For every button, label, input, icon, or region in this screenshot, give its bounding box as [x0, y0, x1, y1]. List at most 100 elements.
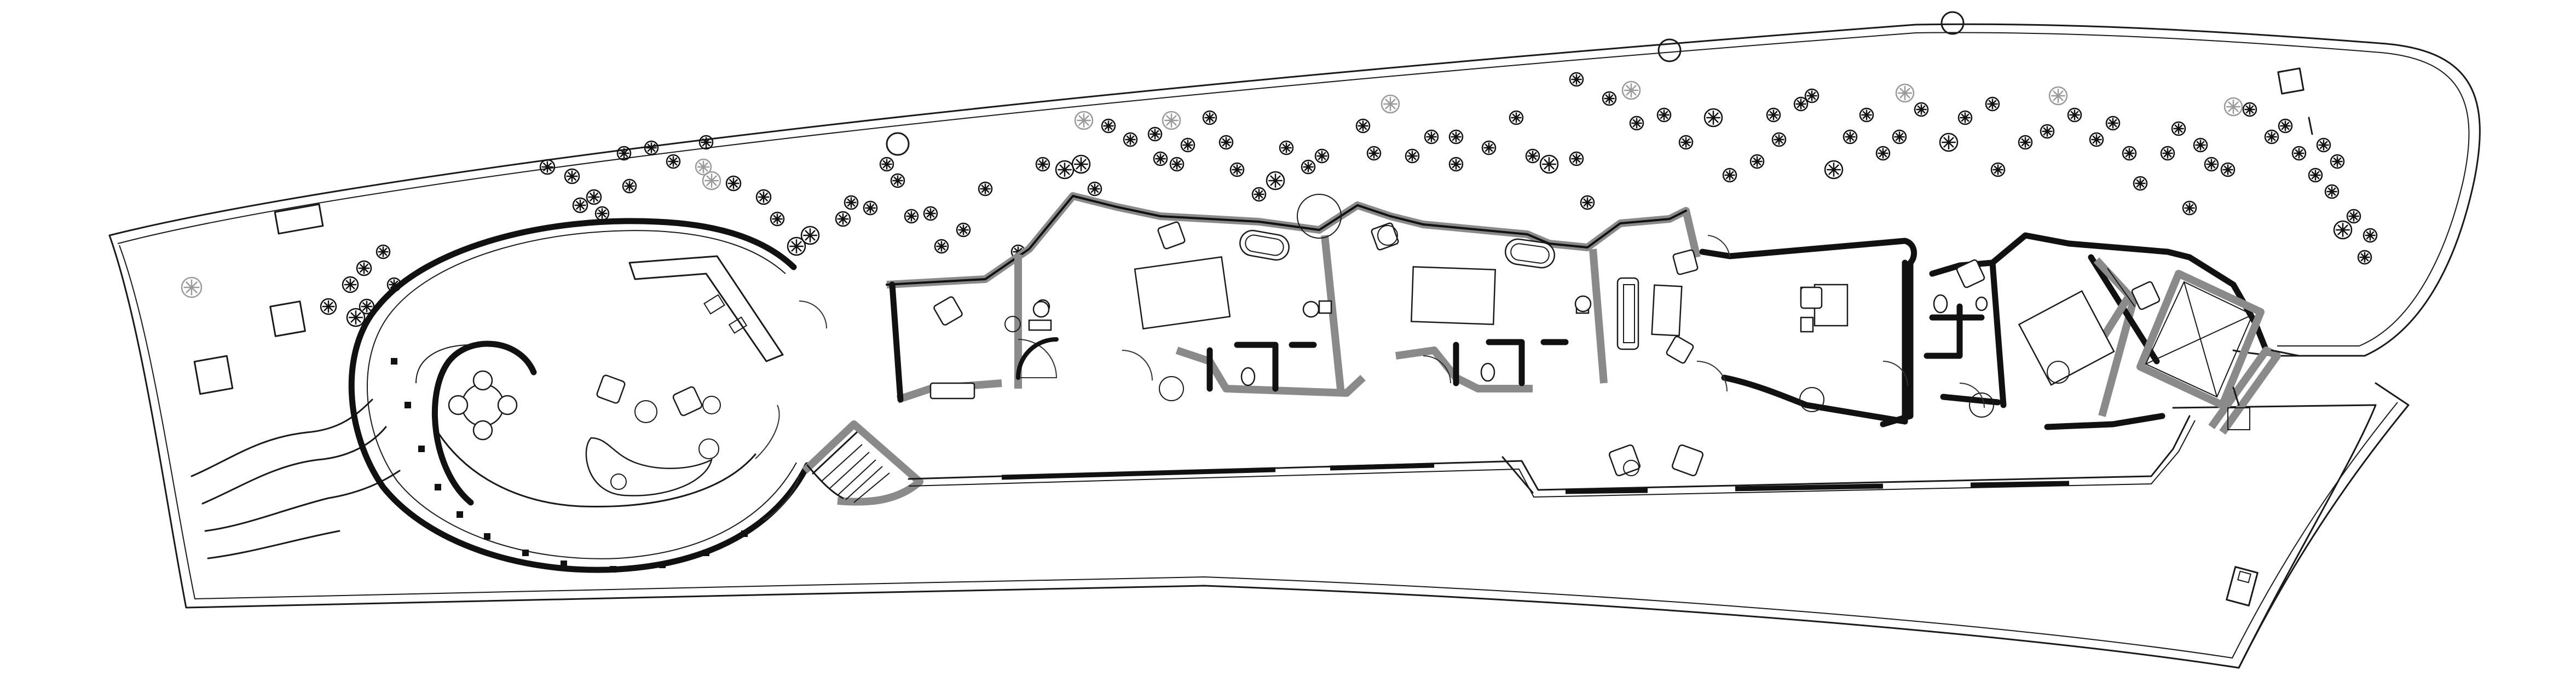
- column: [741, 530, 748, 537]
- tree: [666, 154, 681, 169]
- tree: [2182, 200, 2197, 216]
- tree: [1621, 80, 1641, 100]
- tree: [2223, 97, 2243, 117]
- tree: [586, 189, 602, 205]
- tree: [1892, 129, 1907, 145]
- tree: [1766, 107, 1781, 123]
- tree: [1804, 88, 1820, 103]
- tree: [2193, 137, 2208, 153]
- tree: [1355, 118, 1371, 134]
- tree: [1101, 118, 1116, 134]
- tree: [2067, 107, 2082, 123]
- tree: [904, 209, 919, 224]
- tree: [1914, 102, 1929, 117]
- tree: [181, 276, 203, 298]
- tree: [1251, 187, 1267, 202]
- stair-foyer: [802, 420, 923, 506]
- tree: [2291, 146, 2307, 161]
- tree: [1218, 135, 1234, 150]
- tree: [1481, 140, 1497, 155]
- tree: [1424, 129, 1439, 145]
- tree: [2330, 154, 2345, 169]
- tree: [2089, 132, 2104, 147]
- tree: [564, 168, 580, 184]
- site-boundary: [108, 23, 2481, 669]
- tree: [2040, 124, 2055, 139]
- tree: [725, 175, 742, 192]
- tree: [863, 200, 878, 216]
- tree: [787, 236, 806, 256]
- tree: [1314, 148, 1330, 164]
- tree: [1509, 110, 1524, 125]
- tree: [342, 276, 359, 293]
- tree: [1405, 148, 1420, 164]
- garden-path: [190, 398, 401, 559]
- tree: [1035, 157, 1050, 172]
- tree: [376, 244, 391, 259]
- tree: [835, 211, 851, 227]
- tree: [356, 260, 372, 276]
- tree: [2357, 250, 2372, 265]
- tree: [879, 157, 894, 172]
- tree: [2133, 176, 2148, 191]
- tree: [622, 178, 637, 194]
- tree: [844, 195, 859, 210]
- tree: [2220, 162, 2236, 177]
- tree: [2333, 220, 2353, 240]
- tree: [1279, 140, 1294, 155]
- tree: [1957, 110, 1973, 125]
- tree: [1366, 146, 1382, 161]
- tree: [978, 181, 993, 197]
- column: [484, 533, 490, 540]
- tree: [1074, 111, 1094, 130]
- tree: [2346, 209, 2361, 224]
- tree: [1985, 96, 2000, 112]
- tree: [1990, 162, 2006, 177]
- south-glazing: [908, 415, 2196, 498]
- furniture: [799, 194, 2161, 477]
- tree: [1939, 132, 1959, 152]
- tree: [1602, 91, 1617, 106]
- tree: [2105, 115, 2121, 131]
- tree: [1843, 129, 1858, 145]
- tree: [594, 206, 610, 221]
- tree: [1793, 96, 1809, 112]
- tree: [2171, 121, 2186, 136]
- tree: [346, 308, 366, 327]
- tree: [695, 158, 712, 176]
- tree: [1656, 107, 1672, 123]
- tree: [2278, 118, 2293, 134]
- stairwells: [2093, 257, 2300, 435]
- column: [405, 402, 411, 408]
- tree: [702, 171, 721, 190]
- outdoor-pads: [193, 11, 2313, 606]
- tree: [755, 189, 772, 205]
- tree: [2242, 102, 2257, 117]
- tree: [1525, 148, 1540, 164]
- tree: [890, 173, 905, 188]
- tree: [1629, 115, 1644, 131]
- tree: [800, 226, 820, 245]
- living-pavilion: [348, 218, 811, 573]
- tree: [616, 146, 632, 161]
- tree: [1703, 108, 1723, 128]
- tree: [2204, 157, 2219, 172]
- tree: [1824, 160, 1844, 180]
- column: [457, 511, 463, 518]
- column: [659, 562, 666, 568]
- tree: [956, 222, 971, 238]
- column: [418, 446, 425, 452]
- tree: [934, 239, 949, 254]
- tree: [1859, 107, 1874, 123]
- tree: [1569, 151, 1584, 166]
- tree: [1580, 195, 1595, 210]
- column: [561, 561, 567, 567]
- tree: [644, 140, 659, 155]
- tree: [1055, 160, 1075, 180]
- tree: [1539, 154, 1559, 174]
- column: [610, 566, 616, 573]
- tree: [1071, 154, 1091, 174]
- tree: [1266, 171, 1285, 190]
- tree: [2160, 146, 2175, 161]
